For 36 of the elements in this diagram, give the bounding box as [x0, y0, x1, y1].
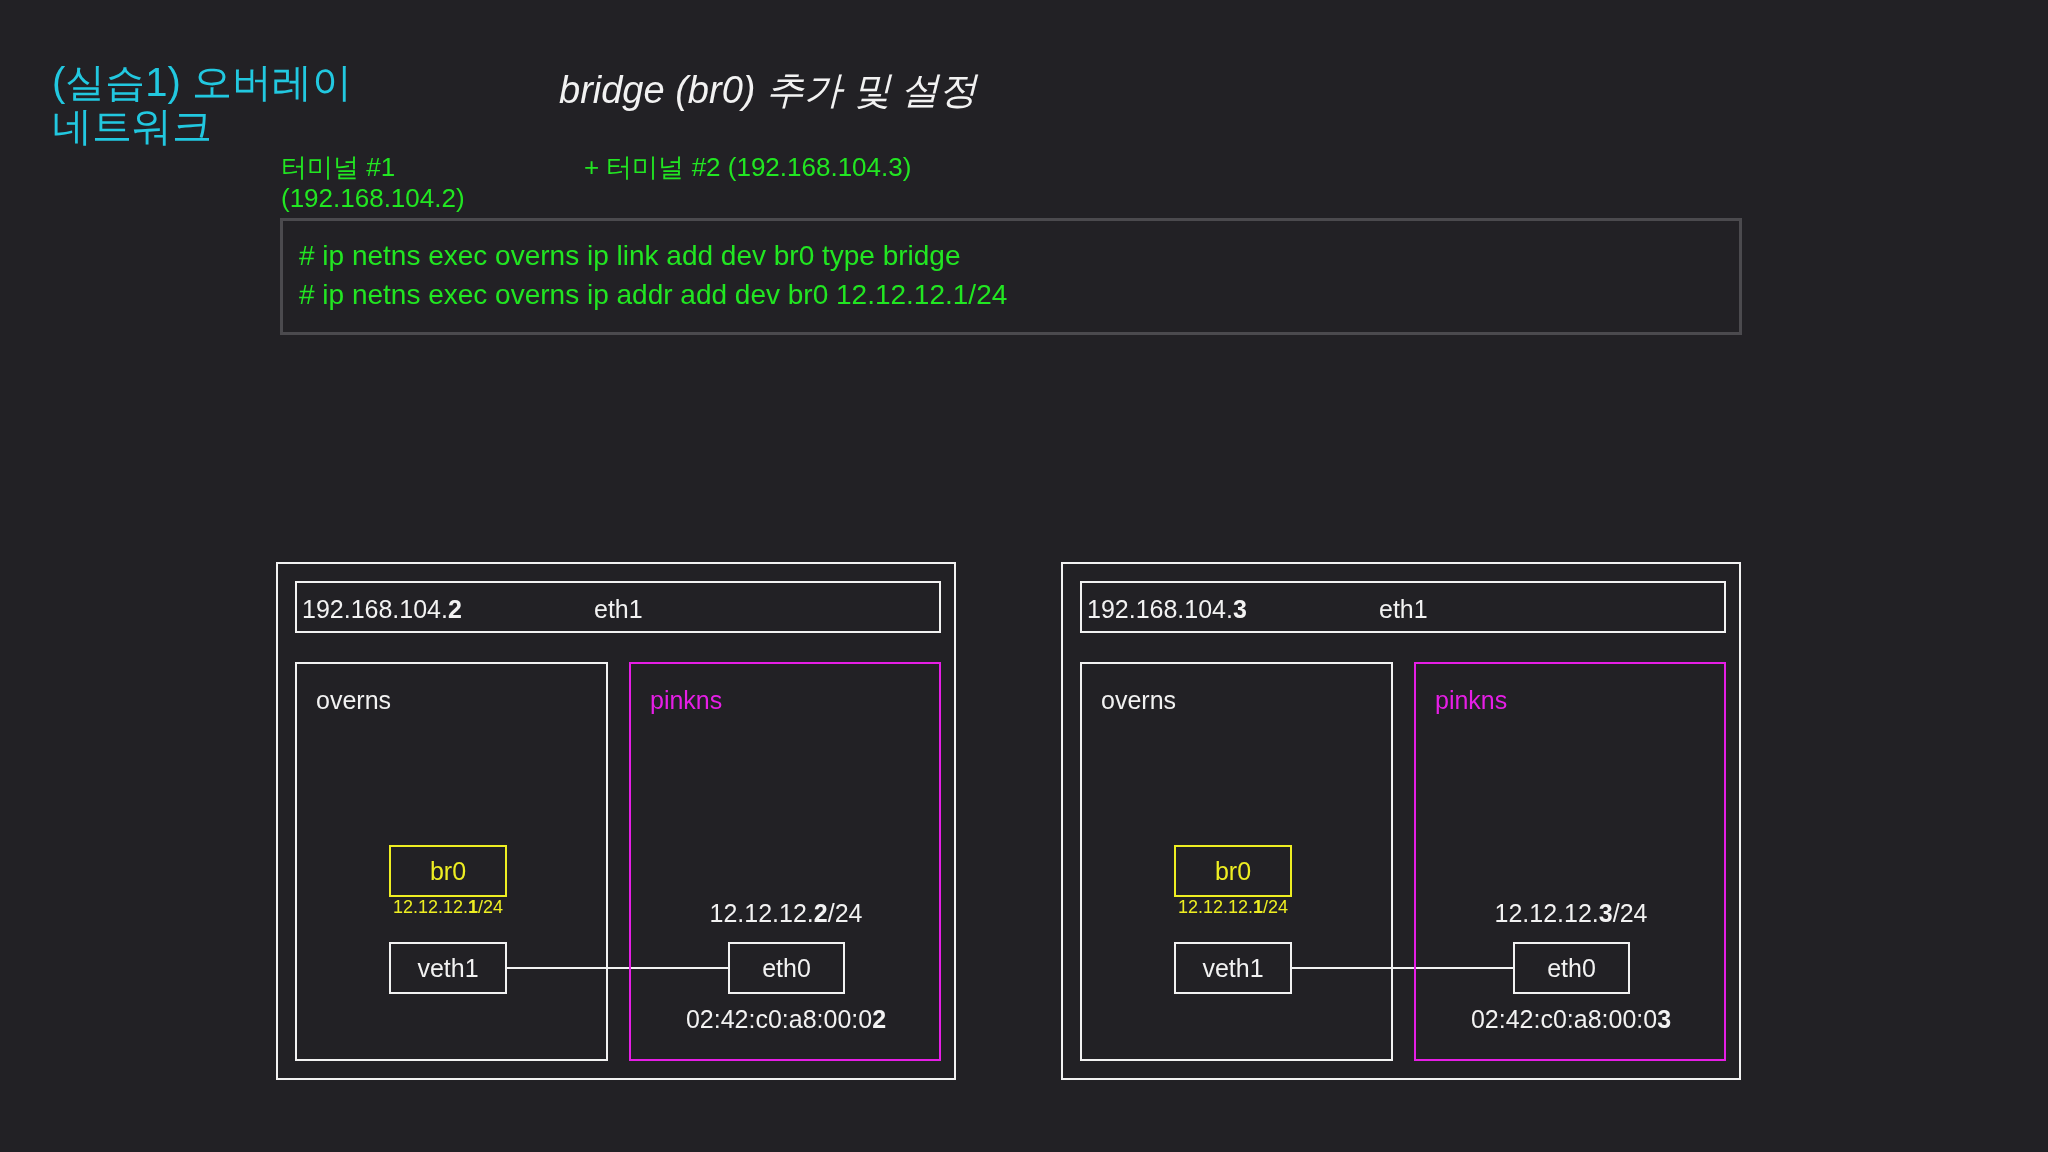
interface-box: veth1 [389, 942, 507, 994]
bridge-box: br0 [389, 845, 507, 897]
namespace-box [295, 662, 608, 1061]
namespace-box [1080, 662, 1393, 1061]
bridge-box: br0 [1174, 845, 1292, 897]
namespace-label: pinkns [650, 685, 723, 715]
subtitle: bridge (br0) 추가 및 설정 [559, 68, 978, 113]
terminal-heading: + 터미널 #2 (192.168.104.3) [584, 152, 912, 183]
ip-address: 192.168.104.3 [1087, 594, 1247, 624]
interface-box: veth1 [1174, 942, 1292, 994]
ip-address: 12.12.12.2/24 [709, 898, 863, 928]
ip-address: 12.12.12.1/24 [1177, 897, 1289, 919]
link-line [1291, 967, 1514, 969]
terminal-heading: 터미널 #1 (192.168.104.2) [281, 152, 466, 214]
namespace-label: overns [1101, 685, 1177, 715]
interface-box: eth0 [728, 942, 845, 994]
mac-address: 02:42:c0:a8:00:02 [685, 1004, 887, 1034]
interface-name: eth1 [594, 594, 643, 624]
host-box [276, 562, 956, 1080]
ip-address: 12.12.12.1/24 [392, 897, 504, 919]
interface-bar [295, 581, 941, 633]
mac-address: 02:42:c0:a8:00:03 [1470, 1004, 1672, 1034]
interface-box: eth0 [1513, 942, 1630, 994]
namespace-box [1414, 662, 1726, 1061]
ip-address: 12.12.12.3/24 [1494, 898, 1648, 928]
interface-name: eth1 [1379, 594, 1428, 624]
command-line: # ip netns exec overns ip link add dev br0 type bridge [299, 239, 961, 273]
title: (실습1) 오버레이 네트워크 [52, 60, 353, 148]
link-line [506, 967, 729, 969]
namespace-label: pinkns [1435, 685, 1508, 715]
interface-bar [1080, 581, 1726, 633]
command-line: # ip netns exec overns ip addr add dev br0 12.12.12.1/24 [299, 278, 1008, 312]
ip-address: 192.168.104.2 [302, 594, 462, 624]
namespace-box [629, 662, 941, 1061]
namespace-label: overns [316, 685, 392, 715]
host-box [1061, 562, 1741, 1080]
